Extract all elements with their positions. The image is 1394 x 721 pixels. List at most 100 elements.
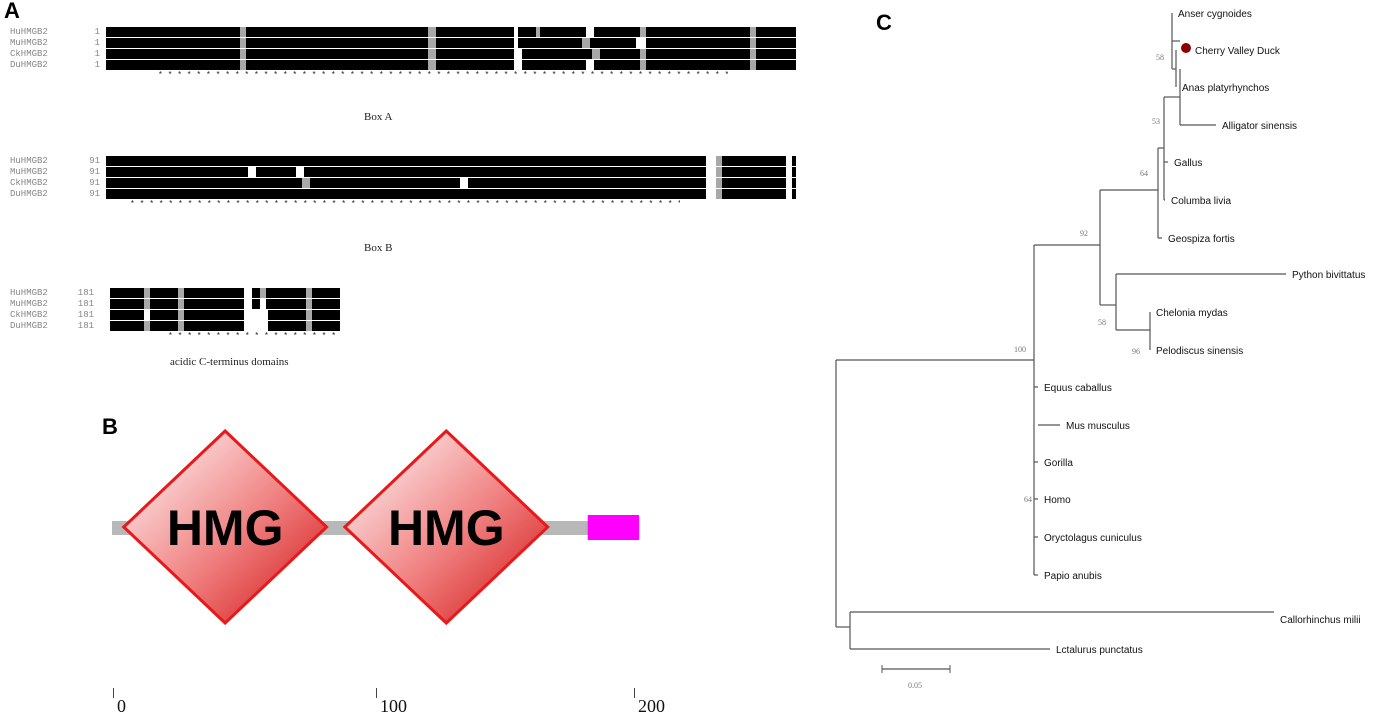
sequence-position: 1 (94, 60, 100, 70)
alignment-gap (460, 178, 468, 188)
similar-residue (428, 60, 436, 70)
similar-residue (178, 299, 184, 309)
similar-residue (640, 49, 646, 59)
alignment-gap (514, 49, 522, 59)
similar-residue (640, 27, 646, 37)
taxon-label: Python bivittatus (1292, 270, 1365, 281)
axis-tick-label: 100 (376, 688, 407, 717)
alignment-gap (514, 38, 518, 48)
alignment-gap (244, 299, 252, 309)
aligned-sequence (106, 27, 796, 37)
sequence-name: MuHMGB2 (10, 299, 48, 309)
alignment-gap (786, 156, 792, 166)
aligned-sequence (110, 321, 340, 331)
taxon-label: Homo (1044, 495, 1071, 506)
alignment-gap (786, 189, 792, 199)
taxon-label: Alligator sinensis (1222, 121, 1297, 132)
alignment-gap (144, 310, 150, 320)
alignment-gap (706, 167, 716, 177)
sequence-name: HuHMGB2 (10, 156, 48, 166)
axis-tick-text: 200 (638, 696, 665, 716)
bootstrap-value: 100 (1014, 345, 1026, 354)
similar-residue (750, 38, 756, 48)
sequence-position: 181 (77, 299, 94, 309)
similar-residue (716, 189, 722, 199)
similar-residue (240, 49, 246, 59)
alignment-row: DuHMGB2 1 (10, 60, 810, 70)
axis-tick-mark (113, 688, 114, 698)
similar-residue (144, 321, 150, 331)
sequence-name: HuHMGB2 (10, 27, 48, 37)
bootstrap-value: 64 (1024, 495, 1032, 504)
alignment-row: MuHMGB2 181 (10, 299, 350, 309)
axis-tick-mark (376, 688, 377, 698)
taxon-label: Papio anubis (1044, 571, 1102, 582)
alignment-gap (248, 167, 256, 177)
bootstrap-value: 58 (1098, 318, 1106, 327)
aligned-sequence (106, 178, 796, 188)
alignment-gap (636, 38, 646, 48)
alignment-domain-caption: Box A (364, 111, 393, 123)
bootstrap-value: 96 (1132, 347, 1140, 356)
alignment-domain-caption: Box B (364, 242, 393, 254)
sequence-position: 1 (94, 38, 100, 48)
similar-residue (260, 288, 266, 298)
taxon-label: Chelonia mydas (1156, 308, 1228, 319)
conservation-stars: * * * * * * * * * * * * * * * * * * * * … (130, 200, 680, 209)
panel-label-c: C (876, 10, 892, 35)
sequence-name: DuHMGB2 (10, 189, 48, 199)
panel-label-b: B (102, 414, 118, 439)
sequence-name: HuHMGB2 (10, 288, 48, 298)
taxon-label: Gorilla (1044, 458, 1073, 469)
alignment-gap (244, 310, 268, 320)
sequence-position: 181 (77, 321, 94, 331)
conservation-stars: * * * * * * * * * * * * * * * * * * * * … (158, 71, 728, 80)
similar-residue (592, 49, 600, 59)
similar-residue (240, 38, 246, 48)
similar-residue (306, 321, 312, 331)
taxon-label: Lctalurus punctatus (1056, 645, 1143, 656)
sequence-name: DuHMGB2 (10, 321, 48, 331)
alignment-gap (786, 167, 792, 177)
similar-residue (178, 288, 184, 298)
similar-residue (536, 27, 540, 37)
sequence-position: 91 (89, 167, 100, 177)
axis-tick-mark (634, 688, 635, 698)
highlight-marker (1181, 43, 1191, 53)
aligned-sequence (110, 310, 340, 320)
sequence-name: DuHMGB2 (10, 60, 48, 70)
sequence-position: 181 (77, 310, 94, 320)
similar-residue (240, 27, 246, 37)
aligned-sequence (106, 167, 796, 177)
similar-residue (240, 60, 246, 70)
similar-residue (178, 310, 184, 320)
bootstrap-value: 64 (1140, 169, 1148, 178)
taxon-label: Geospiza fortis (1168, 234, 1235, 245)
aligned-sequence (106, 38, 796, 48)
axis-tick-label: 0 (113, 688, 126, 717)
taxon-label: Mus musculus (1066, 421, 1130, 432)
bootstrap-value: 58 (1156, 53, 1164, 62)
similar-residue (428, 49, 436, 59)
similar-residue (716, 167, 722, 177)
similar-residue (302, 178, 310, 188)
sequence-name: CkHMGB2 (10, 49, 48, 59)
axis-tick-text: 100 (380, 696, 407, 716)
sequence-name: CkHMGB2 (10, 178, 48, 188)
aligned-sequence (106, 156, 796, 166)
similar-residue (144, 288, 150, 298)
taxon-label: Oryctolagus cuniculus (1044, 533, 1142, 544)
alignment-gap (706, 156, 716, 166)
scale-bar-label: 0.05 (908, 681, 922, 690)
taxon-label: Cherry Valley Duck (1195, 46, 1281, 57)
similar-residue (640, 60, 646, 70)
sequence-position: 91 (89, 178, 100, 188)
aligned-sequence (106, 60, 796, 70)
taxon-label: Pelodiscus sinensis (1156, 346, 1243, 357)
